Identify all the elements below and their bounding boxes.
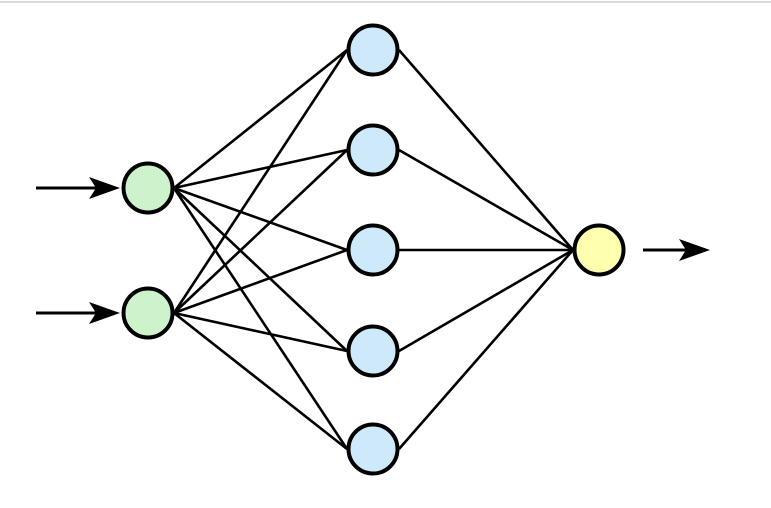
- edge-input1-hidden3: [173, 186, 348, 252]
- hidden-node-2: [346, 123, 400, 177]
- edge-input2-hidden1: [172, 49, 349, 314]
- output-arrow-head: [679, 239, 710, 261]
- hidden-node-1: [346, 23, 400, 77]
- arrows-group: [36, 177, 710, 324]
- edges-group: [172, 48, 574, 451]
- input-node-1: [121, 161, 175, 215]
- edge-hidden4-output1: [398, 248, 574, 353]
- input-arrow-1-head: [89, 177, 120, 199]
- top-border-line: [0, 1, 771, 3]
- edge-hidden2-output1: [398, 148, 574, 252]
- input-node-2: [121, 286, 175, 340]
- edge-input1-hidden5: [172, 187, 349, 450]
- edge-input2-hidden2: [173, 149, 348, 314]
- edge-input2-hidden3: [173, 248, 348, 315]
- edge-input2-hidden4: [173, 311, 348, 353]
- input-arrow-2-head: [89, 302, 120, 324]
- edge-input1-hidden1: [173, 48, 348, 190]
- hidden-node-3: [346, 223, 400, 277]
- edge-input2-hidden5: [173, 311, 348, 451]
- hidden-node-5: [346, 422, 400, 476]
- output-node-1: [572, 223, 626, 277]
- edge-hidden5-output1: [398, 249, 574, 450]
- edge-input1-hidden4: [173, 187, 348, 352]
- edge-input1-hidden2: [173, 148, 348, 190]
- nodes-group: [121, 23, 626, 476]
- edge-hidden1-output1: [398, 49, 574, 251]
- hidden-node-4: [346, 324, 400, 378]
